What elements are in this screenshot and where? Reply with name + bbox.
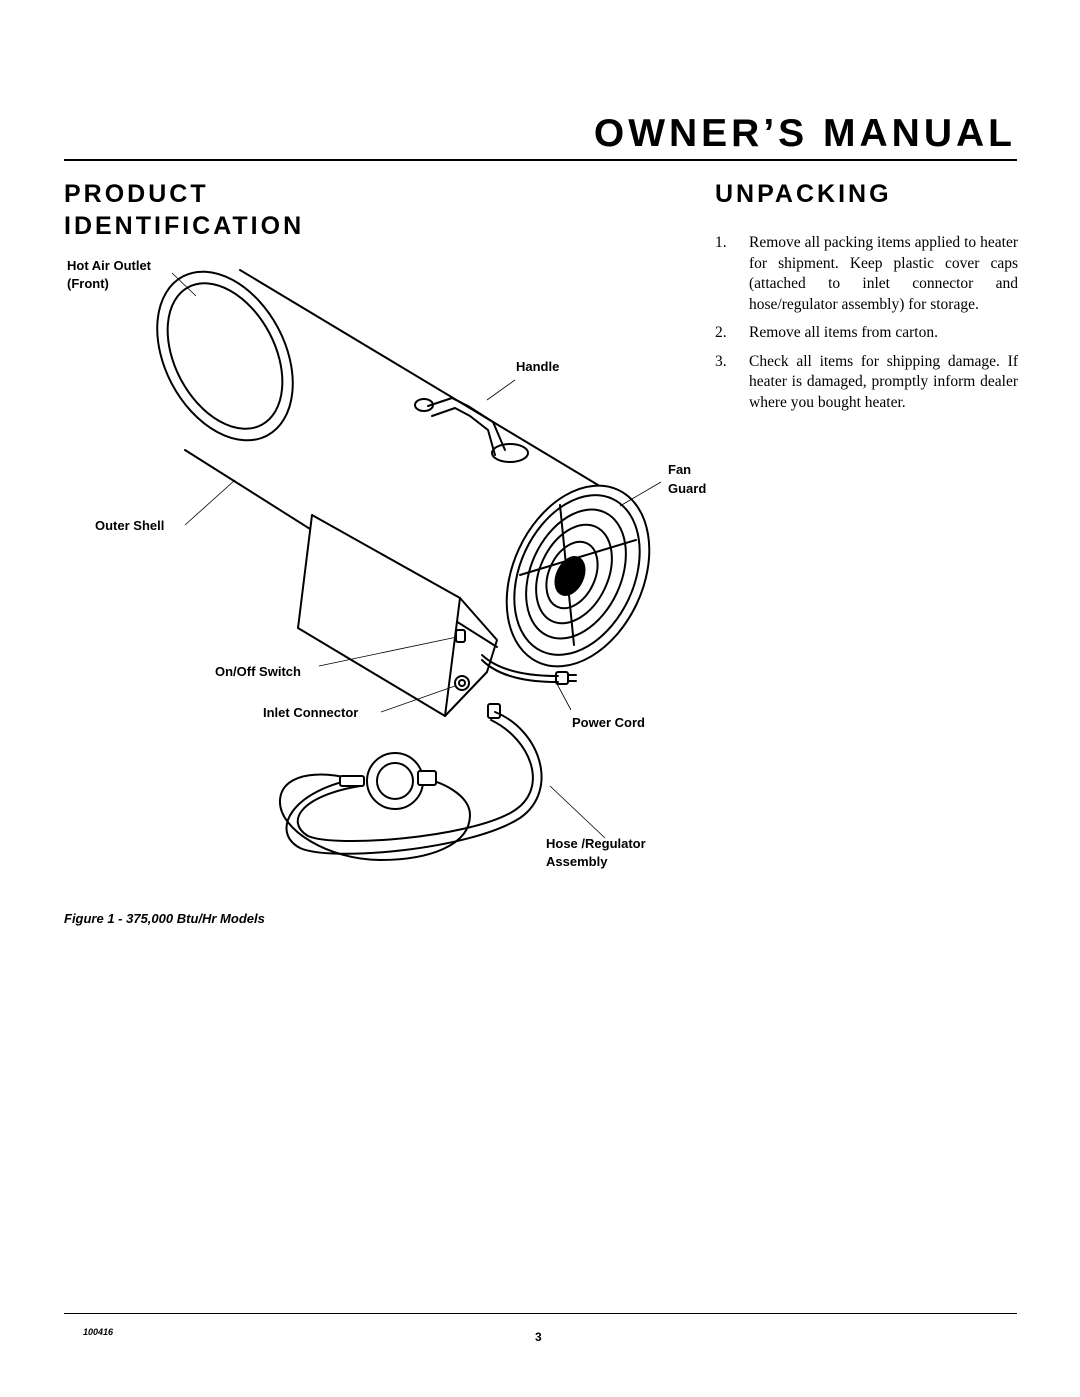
unpacking-heading: UNPACKING <box>715 180 892 208</box>
unpacking-step: 3. Check all items for shipping damage. … <box>715 352 1018 414</box>
label-guard: Guard <box>668 481 706 496</box>
figure-caption: Figure 1 - 375,000 Btu/Hr Models <box>64 911 265 926</box>
step-text: Remove all packing items applied to heat… <box>749 234 1018 313</box>
label-handle: Handle <box>516 359 559 374</box>
switch-and-inlet <box>454 629 470 691</box>
label-hose-regulator: Hose /Regulator <box>546 836 646 851</box>
power-cord <box>481 654 577 685</box>
step-text: Remove all items from carton. <box>749 324 938 341</box>
step-text: Check all items for shipping damage. If … <box>749 352 1018 411</box>
footer-rule <box>64 1313 1017 1314</box>
doc-number: 100416 <box>83 1327 114 1337</box>
step-number: 1. <box>715 234 727 251</box>
unpacking-step: 2. Remove all items from carton. <box>715 323 1018 344</box>
hose-regulator <box>278 703 543 861</box>
step-number: 3. <box>715 352 727 370</box>
handle <box>414 397 529 463</box>
step-number: 2. <box>715 324 727 341</box>
label-power-cord: Power Cord <box>572 715 645 730</box>
heater-base <box>297 514 498 717</box>
leader-lines <box>171 272 662 839</box>
label-assembly: Assembly <box>546 854 608 869</box>
page-number: 3 <box>535 1330 542 1344</box>
unpacking-steps: 1. Remove all packing items applied to h… <box>715 233 1018 421</box>
unpacking-step: 1. Remove all packing items applied to h… <box>715 233 1018 315</box>
label-hot-air-outlet: Hot Air Outlet <box>67 258 152 273</box>
label-fan: Fan <box>668 462 691 477</box>
header-rule <box>64 159 1017 161</box>
product-identification-heading: PRODUCT IDENTIFICATION <box>64 180 305 240</box>
label-on-off-switch: On/Off Switch <box>215 664 301 679</box>
label-front: (Front) <box>67 276 109 291</box>
manual-title: OWNER’S MANUAL <box>593 112 1016 155</box>
label-outer-shell: Outer Shell <box>95 518 164 533</box>
fan-guard <box>505 484 651 668</box>
label-inlet-connector: Inlet Connector <box>263 705 358 720</box>
